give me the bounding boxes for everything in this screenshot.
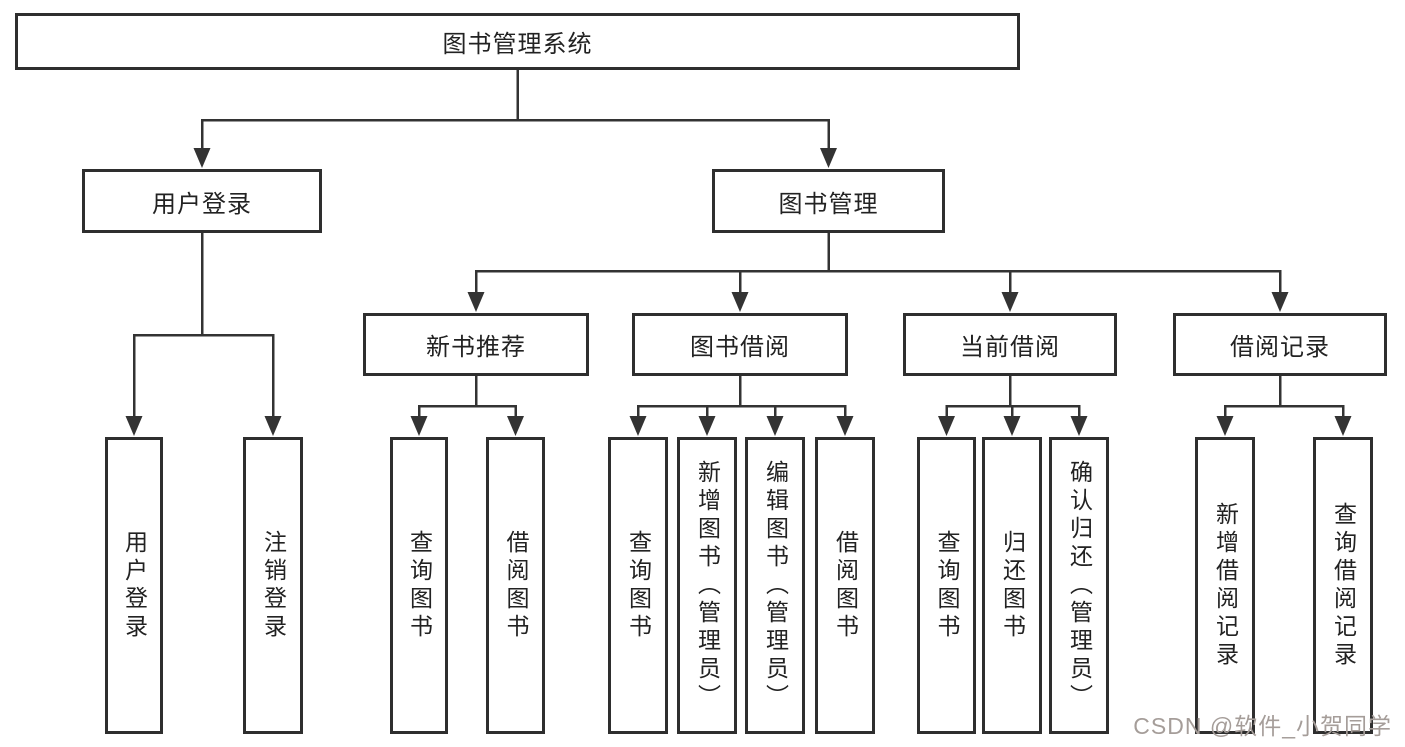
leaf-edit-book-admin-label: 编辑图书（管理员） xyxy=(762,459,789,712)
watermark: CSDN @软件_小贺同学 xyxy=(1133,713,1392,739)
node-borrow-records-label: 借阅记录 xyxy=(1230,334,1330,361)
leaf-confirm-return-admin: 确认归还（管理员） xyxy=(1049,437,1109,734)
leaf-borrow-book: 借阅图书 xyxy=(815,437,875,734)
leaf-borrow-book-recommend: 借阅图书 xyxy=(486,437,545,734)
leaf-add-book-admin-label: 新增图书（管理员） xyxy=(694,459,721,712)
leaf-query-borrow-record: 查询借阅记录 xyxy=(1313,437,1373,734)
leaf-query-book-recommend-label: 查询图书 xyxy=(406,529,433,642)
node-new-book-recommend: 新书推荐 xyxy=(363,313,589,376)
leaf-borrow-book-recommend-label: 借阅图书 xyxy=(503,529,529,642)
leaf-query-book-current-label: 查询图书 xyxy=(934,529,960,642)
leaf-add-book-admin: 新增图书（管理员） xyxy=(677,437,737,734)
leaf-edit-book-admin: 编辑图书（管理员） xyxy=(745,437,805,734)
node-current-borrow-label: 当前借阅 xyxy=(960,334,1060,361)
leaf-return-book-label: 归还图书 xyxy=(999,529,1026,642)
leaf-logout-login-label: 注销登录 xyxy=(260,529,287,642)
node-user-login-label: 用户登录 xyxy=(152,190,252,218)
leaf-query-book-borrow-label: 查询图书 xyxy=(625,529,652,642)
node-user-login: 用户登录 xyxy=(82,169,322,233)
node-current-borrow: 当前借阅 xyxy=(903,313,1117,376)
node-book-management: 图书管理 xyxy=(712,169,945,233)
leaf-query-book-recommend: 查询图书 xyxy=(390,437,448,734)
leaf-query-book-borrow: 查询图书 xyxy=(608,437,668,734)
node-library-management-system: 图书管理系统 xyxy=(15,13,1020,70)
node-book-borrow: 图书借阅 xyxy=(632,313,848,376)
leaf-borrow-book-label: 借阅图书 xyxy=(832,529,859,642)
leaf-confirm-return-admin-label: 确认归还（管理员） xyxy=(1066,459,1093,712)
node-book-management-label: 图书管理 xyxy=(778,190,879,218)
node-book-borrow-label: 图书借阅 xyxy=(690,334,790,361)
node-library-management-system-label: 图书管理系统 xyxy=(442,31,593,58)
leaf-add-borrow-record-label: 新增借阅记录 xyxy=(1212,501,1239,670)
leaf-user-login: 用户登录 xyxy=(105,437,163,734)
leaf-query-book-current: 查询图书 xyxy=(917,437,976,734)
leaf-logout-login: 注销登录 xyxy=(243,437,303,734)
node-new-book-recommend-label: 新书推荐 xyxy=(426,334,526,361)
node-borrow-records: 借阅记录 xyxy=(1173,313,1387,376)
leaf-query-borrow-record-label: 查询借阅记录 xyxy=(1330,501,1357,670)
leaf-return-book: 归还图书 xyxy=(982,437,1042,734)
leaf-user-login-label: 用户登录 xyxy=(121,529,148,642)
leaf-add-borrow-record: 新增借阅记录 xyxy=(1195,437,1255,734)
